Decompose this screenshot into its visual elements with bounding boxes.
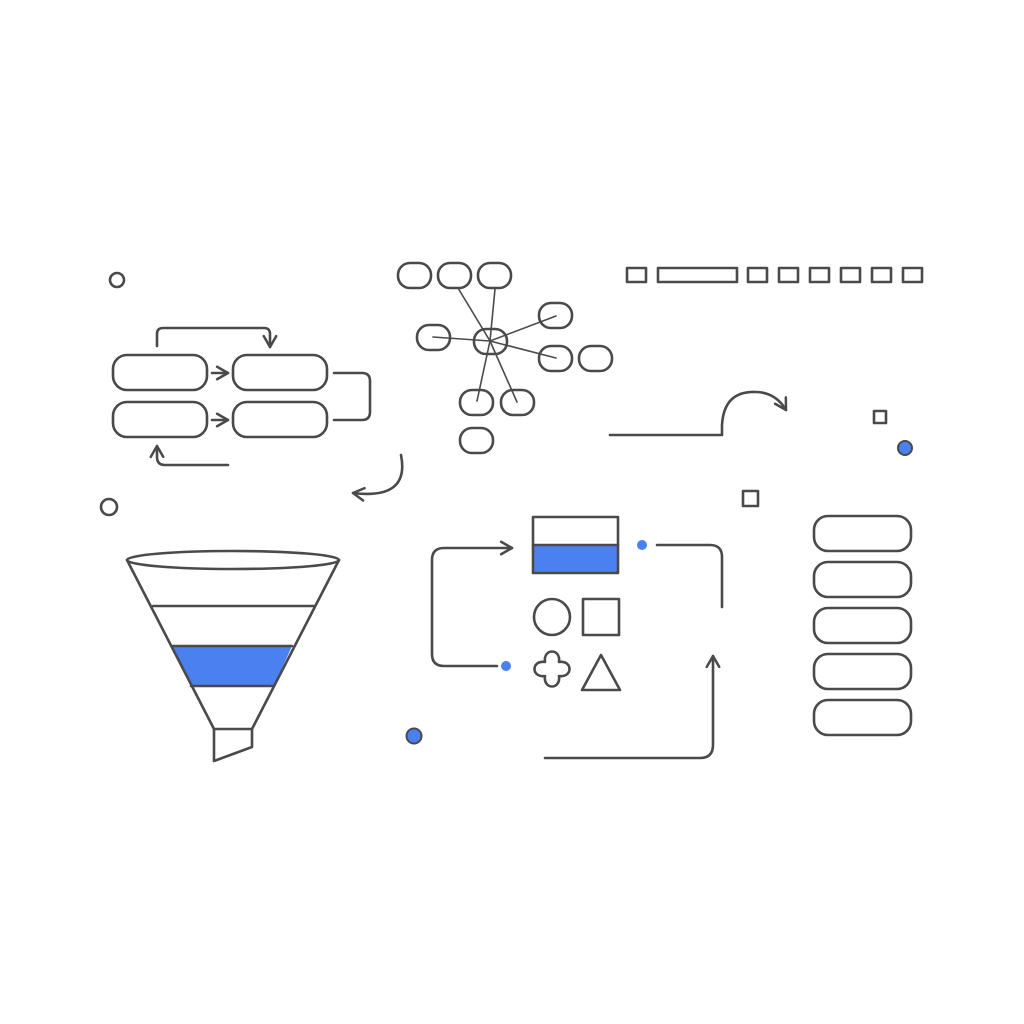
card-band-highlighted: [533, 545, 618, 573]
shape-cycle: [430, 515, 724, 760]
graph-edge: [489, 288, 496, 342]
funnel-outline: [125, 558, 341, 731]
stacked-list: [812, 514, 913, 737]
process-step: [111, 353, 209, 392]
graph-node-highlighted: [499, 388, 536, 417]
hook-arrow: [608, 390, 788, 437]
funnel: [125, 549, 341, 763]
progress-segment: [901, 266, 924, 284]
decor-square: [741, 489, 760, 508]
list-item: [812, 514, 913, 553]
circle-icon: [532, 597, 572, 637]
graph-node: [436, 261, 473, 290]
graph-node: [396, 261, 433, 290]
return-arrow-bottom: [149, 444, 230, 467]
graph-node: [458, 388, 495, 417]
graph-node: [537, 301, 574, 330]
decor-circle: [99, 497, 119, 517]
graph-hub-node: [472, 327, 509, 356]
graph-node: [458, 426, 495, 455]
list-item: [812, 560, 913, 599]
progress-segment: [777, 266, 800, 284]
decor-dot: [405, 727, 423, 745]
decor-dot: [897, 440, 913, 456]
progress-segment: [839, 266, 862, 284]
step-progress-bar: [625, 266, 924, 284]
progress-segment: [808, 266, 831, 284]
progress-segment: [746, 266, 769, 284]
funnel-band-highlighted: [172, 646, 292, 686]
list-item: [812, 606, 913, 645]
connector-arrow-up: [543, 654, 721, 760]
triangle-icon: [580, 653, 622, 692]
funnel-rim: [125, 549, 341, 571]
graph-edge: [489, 340, 557, 359]
progress-segment-active: [656, 266, 739, 284]
graph-edge: [457, 287, 491, 342]
node-graph: [396, 261, 614, 455]
process-step: [111, 400, 209, 439]
graph-node: [577, 344, 614, 373]
progress-segment: [625, 266, 648, 284]
connector-dot: [637, 540, 647, 550]
graph-node: [476, 261, 513, 290]
loop-arrow-top: [155, 326, 278, 349]
graph-edge: [489, 340, 518, 403]
decor-square: [872, 409, 888, 425]
connector-line-right: [655, 543, 724, 609]
square-icon: [581, 597, 621, 637]
graph-edge: [489, 315, 557, 342]
clover-icon: [533, 650, 571, 688]
funnel-spout: [212, 727, 254, 763]
loop-arrow-left: [430, 540, 514, 668]
progress-segment: [870, 266, 893, 284]
decor-circle: [108, 271, 126, 289]
process-step-highlighted: [231, 400, 329, 439]
list-item: [812, 652, 913, 691]
bracket-connector: [332, 371, 372, 422]
process-step: [231, 353, 329, 392]
process-flow: [111, 326, 404, 502]
curved-arrow: [351, 453, 404, 502]
graph-node: [537, 344, 574, 373]
list-item: [812, 698, 913, 737]
connector-dot: [501, 661, 511, 671]
graph-node-highlighted: [415, 323, 452, 352]
graph-edge: [432, 336, 491, 342]
